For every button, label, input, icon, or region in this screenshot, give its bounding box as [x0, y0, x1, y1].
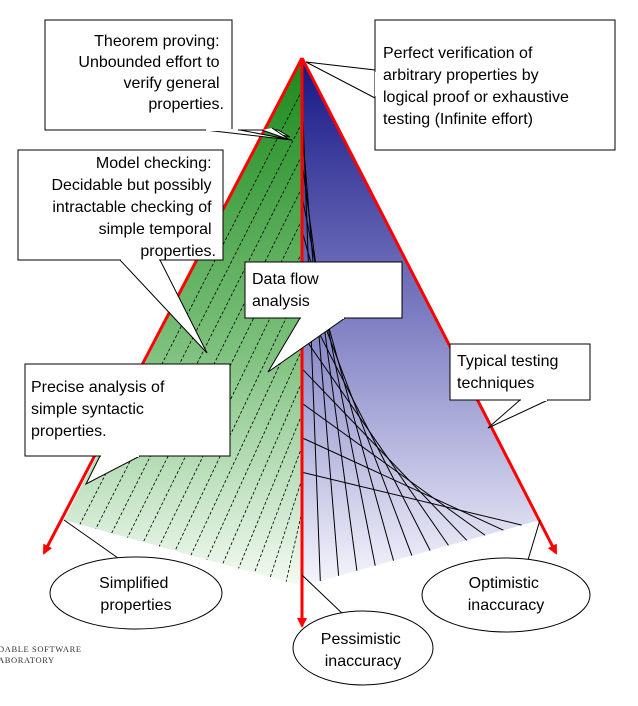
- hatch-line: [301, 471, 522, 526]
- hatch-line: [301, 127, 340, 576]
- ellipse-simplified-properties: Simplified properties: [49, 556, 223, 630]
- hatch-line: [111, 154, 303, 534]
- hatch-line: [238, 414, 303, 569]
- hatch-line: [95, 122, 303, 529]
- testing-line-1: Typical testing: [457, 353, 558, 370]
- hatch-line: [158, 252, 303, 547]
- simplified-line-2: properties: [100, 597, 171, 614]
- precise-line-3: properties.: [31, 423, 107, 440]
- svg-text:Theorem proving: Unbound: Theorem proving: Unbounded effort to ver…: [78, 33, 224, 113]
- simplified-pointer: [63, 519, 119, 559]
- optimistic-line-1: Optimistic: [469, 575, 539, 592]
- hatch-line: [301, 402, 486, 536]
- model-line-3: intractable checking of: [52, 199, 212, 216]
- hatch-line: [301, 299, 431, 551]
- hatch-line: [301, 368, 468, 541]
- pessimistic-line-1: Pessimistic: [321, 631, 401, 648]
- svg-text:Precise analysis of simp: Precise analysis of simple syntactic pro…: [31, 379, 169, 440]
- dataflow-line-1: Data flow: [252, 271, 319, 288]
- theorem-line-3: verify general: [124, 75, 220, 92]
- perfect-line-4: testing (Infinite effort): [383, 111, 533, 128]
- hatch-line: [127, 187, 303, 538]
- hatch-line: [301, 195, 376, 566]
- hatch-line: [301, 333, 449, 546]
- model-line-2: Decidable but possibly: [51, 177, 211, 194]
- optimistic-pointer: [527, 519, 541, 561]
- callout-model-checking: Model checking: Decidable but possibly i…: [17, 149, 224, 354]
- callout-data-flow: Data flow analysis: [244, 261, 403, 373]
- callout-theorem-proving: Theorem proving: Unbounded effort to ver…: [44, 19, 293, 141]
- hatch-line: [301, 437, 504, 531]
- right-edge-arrow: [300, 57, 558, 555]
- testing-line-2: techniques: [457, 375, 534, 392]
- svg-text:Typical testing techniqu: Typical testing techniques: [457, 353, 563, 392]
- hatch-line: [269, 478, 303, 578]
- callout-perfect-verification: Perfect verification of arbitrary proper…: [305, 19, 616, 151]
- theorem-line-1: Theorem proving:: [94, 33, 219, 50]
- right-face: [302, 58, 540, 586]
- svg-text:Data flow analysis: Data flow analysis: [252, 271, 323, 310]
- hatch-line: [174, 284, 303, 551]
- perfect-line-1: Perfect verification of: [383, 45, 533, 62]
- perfect-line-2: arbitrary properties by: [383, 67, 539, 84]
- footer-line-1: DABLE SOFTWARE: [0, 644, 82, 654]
- precise-line-1: Precise analysis of: [31, 379, 165, 396]
- callout-typical-testing: Typical testing techniques: [449, 343, 591, 429]
- pessimistic-pointer: [301, 574, 346, 617]
- theorem-line-4: properties.: [148, 96, 224, 113]
- svg-text:Simplified properties: Simplified properties: [99, 575, 173, 614]
- callout-precise-analysis: Precise analysis of simple syntactic pro…: [24, 363, 231, 486]
- ellipse-optimistic-inaccuracy: Optimistic inaccuracy: [421, 557, 591, 633]
- svg-text:Perfect verification of: Perfect verification of arbitrary proper…: [383, 45, 573, 128]
- svg-text:Model checking: Decidabl: Model checking: Decidable but possibly i…: [51, 155, 216, 260]
- dataflow-line-2: analysis: [252, 293, 310, 310]
- precise-line-2: simple syntactic: [31, 401, 144, 418]
- hatch-line: [206, 349, 303, 560]
- hatch-line: [285, 511, 303, 582]
- hatch-line: [254, 446, 303, 573]
- svg-text:DABLE SOFTWARE ABORATORY: DABLE SOFTWARE ABORATORY: [0, 644, 84, 665]
- model-line-1: Model checking:: [96, 155, 212, 172]
- svg-text:Optimistic inaccuracy: Optimistic inaccuracy: [468, 575, 544, 614]
- pessimistic-line-2: inaccuracy: [325, 653, 401, 670]
- model-line-4: simple temporal: [99, 221, 212, 238]
- footer-line-2: ABORATORY: [0, 655, 55, 665]
- footer-logo-text: DABLE SOFTWARE ABORATORY: [0, 644, 84, 665]
- perfect-line-3: logical proof or exhaustive: [383, 89, 569, 106]
- hatch-line: [301, 161, 358, 571]
- simplified-line-1: Simplified: [99, 575, 168, 592]
- ellipse-pessimistic-inaccuracy: Pessimistic inaccuracy: [292, 610, 434, 686]
- hatch-line: [222, 381, 303, 565]
- optimistic-line-2: inaccuracy: [468, 597, 544, 614]
- svg-text:Pessimistic inaccuracy: Pessimistic inaccuracy: [321, 631, 405, 670]
- hatch-line: [190, 316, 303, 556]
- theorem-line-2: Unbounded effort to: [78, 54, 219, 71]
- model-line-5: properties.: [140, 243, 216, 260]
